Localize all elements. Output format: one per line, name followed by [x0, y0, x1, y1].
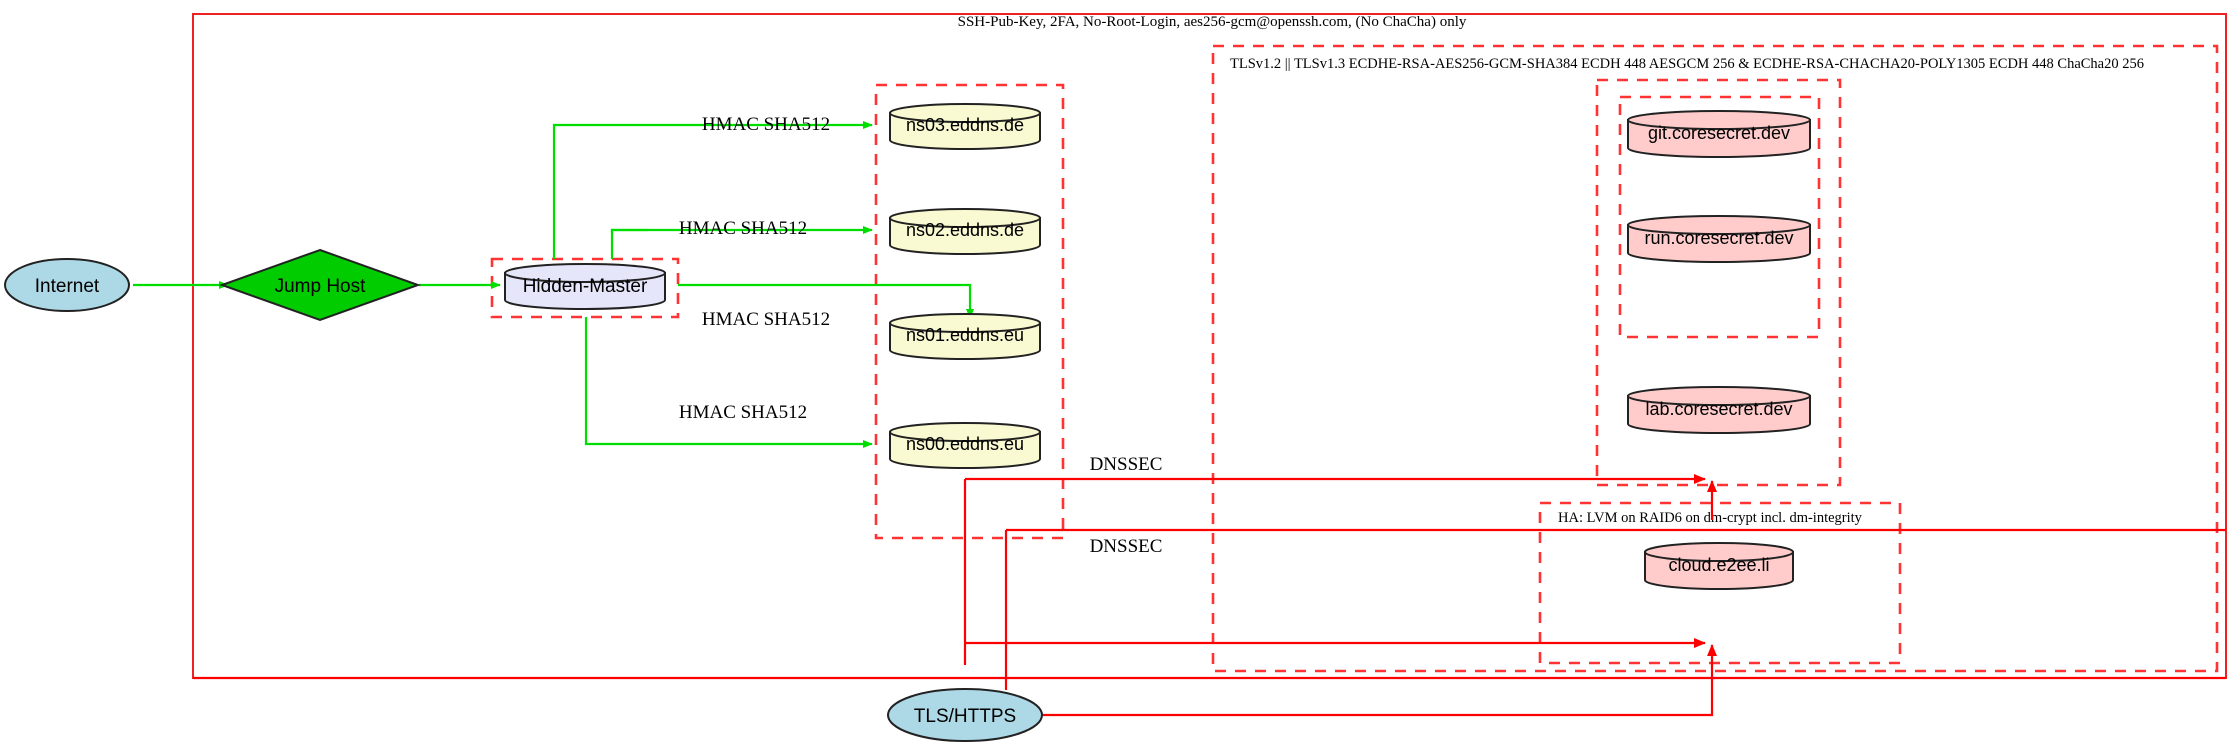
node-ns03[interactable]: ns03.eddns.de — [889, 103, 1041, 150]
edge-label-hmac-ns02: HMAC SHA512 — [679, 218, 807, 239]
green-edge-master-to-ns02 — [610, 226, 873, 259]
node-run-label: run.coresecret.dev — [1644, 228, 1793, 248]
node-git-coresecret[interactable]: git.coresecret.dev — [1627, 110, 1811, 158]
cluster-tls-boundary — [1211, 44, 2219, 673]
node-tls-https[interactable]: TLS/HTTPS — [887, 688, 1043, 742]
node-ns00-label: ns00.eddns.eu — [906, 434, 1024, 454]
cluster-ha-label: HA: LVM on RAID6 on dm-crypt incl. dm-in… — [1558, 510, 1863, 526]
node-ns02-label: ns02.eddns.de — [906, 220, 1024, 240]
edge-label-hmac-ns01: HMAC SHA512 — [702, 309, 830, 330]
cluster-tls-label: TLSv1.2 || TLSv1.3 ECDHE-RSA-AES256-GCM-… — [1230, 56, 2144, 72]
node-ns01-label: ns01.eddns.eu — [906, 325, 1024, 345]
node-ns00[interactable]: ns00.eddns.eu — [889, 422, 1041, 469]
node-ns02[interactable]: ns02.eddns.de — [889, 208, 1041, 255]
node-ns01[interactable]: ns01.eddns.eu — [889, 313, 1041, 360]
node-run-coresecret[interactable]: run.coresecret.dev — [1627, 215, 1811, 263]
edge-label-hmac-ns00: HMAC SHA512 — [679, 402, 807, 423]
node-cloud-e2ee[interactable]: cloud.e2ee.li — [1644, 542, 1794, 590]
cluster-ssh-boundary — [192, 13, 2227, 679]
node-cloud-label: cloud.e2ee.li — [1668, 555, 1769, 575]
node-lab-coresecret[interactable]: lab.coresecret.dev — [1627, 386, 1811, 434]
green-edge-master-to-ns01 — [678, 283, 974, 319]
cluster-ha-boundary — [1538, 501, 1902, 665]
node-jump-host[interactable]: Jump Host — [219, 248, 421, 322]
node-lab-label: lab.coresecret.dev — [1645, 399, 1792, 419]
node-ns03-label: ns03.eddns.de — [906, 115, 1024, 135]
cluster-coresecret-boundary — [1595, 78, 1842, 487]
edge-label-hmac-ns03: HMAC SHA512 — [702, 114, 830, 135]
node-hidden-master[interactable]: Hidden-Master — [504, 263, 666, 310]
cluster-ssh-label: SSH-Pub-Key, 2FA, No-Root-Login, aes256-… — [958, 14, 1467, 30]
node-tls-https-label: TLS/HTTPS — [914, 706, 1016, 727]
node-hidden-master-label: Hidden-Master — [523, 276, 648, 297]
node-git-label: git.coresecret.dev — [1648, 123, 1790, 143]
node-internet-label: Internet — [35, 276, 100, 297]
edge-label-dnssec-upper: DNSSEC — [1090, 454, 1163, 475]
edge-label-dnssec-lower: DNSSEC — [1090, 536, 1163, 557]
node-internet[interactable]: Internet — [4, 258, 130, 312]
node-jump-host-label: Jump Host — [275, 276, 367, 297]
green-edge-master-to-ns00 — [584, 317, 873, 448]
green-edge-master-to-ns03 — [552, 121, 873, 259]
red-path-tls-https-lead — [1042, 700, 1714, 717]
